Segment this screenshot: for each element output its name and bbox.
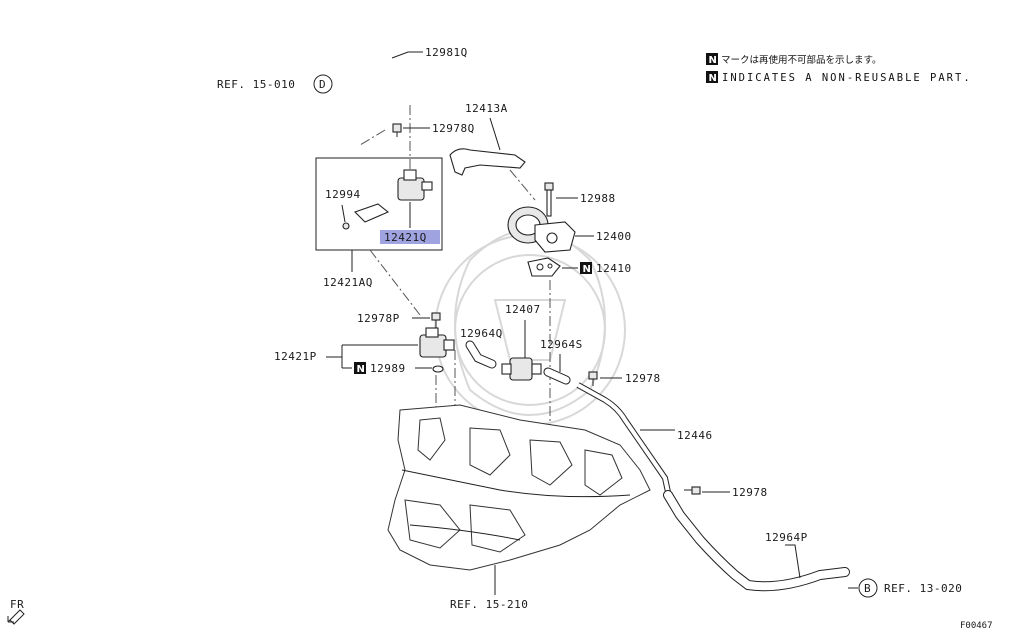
ref-b-letter: B (864, 582, 871, 595)
bolt-12978q (392, 123, 402, 137)
ref-bottom-label: REF. 15-210 (450, 598, 528, 611)
ref-d-letter: D (319, 78, 326, 91)
svg-text:N: N (357, 364, 365, 375)
label-12964q: 12964Q (460, 327, 503, 340)
note-badge-1: N (709, 55, 717, 66)
badge-12410 (580, 262, 592, 274)
fr-arrow-icon (7, 609, 25, 625)
label-12989: 12989 (370, 362, 406, 375)
label-12413a: 12413A (465, 102, 508, 115)
ref-d-circle (313, 74, 333, 94)
intake-manifold (387, 404, 651, 571)
label-12978-a: 12978 (625, 372, 661, 385)
label-12446: 12446 (677, 429, 713, 442)
ref-b-circle (858, 578, 878, 598)
label-12994: 12994 (325, 188, 361, 201)
diagram-code: F00467 (960, 621, 993, 631)
label-12421aq: 12421AQ (323, 276, 373, 289)
note-jp: N マークは再使用不可部品を示します。 (706, 53, 882, 66)
label-12978q: 12978Q (432, 122, 475, 135)
bracket-12413a (449, 148, 526, 176)
label-12410: 12410 (596, 262, 632, 275)
plate-12994 (353, 203, 390, 223)
oring-12989 (432, 365, 444, 373)
gasket-12410 (527, 257, 561, 277)
note-en: N INDICATES A NON-REUSABLE PART. (706, 71, 972, 84)
solenoid-12421q (397, 169, 433, 201)
note-en-text: INDICATES A NON-REUSABLE PART. (722, 72, 972, 84)
label-12964p: 12964P (765, 531, 808, 544)
note-badge-2: N (709, 73, 717, 84)
ref-b-label: REF. 13-020 (884, 582, 962, 595)
egr-valve-12400 (507, 206, 576, 253)
ref-d-label: REF. 15-010 (217, 78, 295, 91)
label-12400: 12400 (596, 230, 632, 243)
label-12407: 12407 (505, 303, 541, 316)
assembly-box-12421aq (315, 157, 443, 251)
note-jp-text: マークは再使用不可部品を示します。 (721, 54, 882, 66)
bolt-12978-b (684, 486, 701, 495)
bolt-12978p (431, 312, 441, 328)
label-12978p: 12978P (357, 312, 400, 325)
bolt-12988 (544, 182, 554, 217)
highlight-12421q (380, 230, 440, 244)
label-12421p: 12421P (274, 350, 317, 363)
fr-label: FR (10, 598, 24, 611)
filter-12407 (501, 357, 542, 381)
label-12981q: 12981Q (425, 46, 468, 59)
bolt-12978-a (588, 371, 598, 386)
solenoid-12421p (419, 327, 455, 358)
label-12988: 12988 (580, 192, 616, 205)
label-12978-b: 12978 (732, 486, 768, 499)
label-12421q: 12421Q (384, 231, 427, 244)
label-12964s: 12964S (540, 338, 583, 351)
badge-12989 (354, 362, 366, 374)
svg-text:N: N (583, 264, 591, 275)
